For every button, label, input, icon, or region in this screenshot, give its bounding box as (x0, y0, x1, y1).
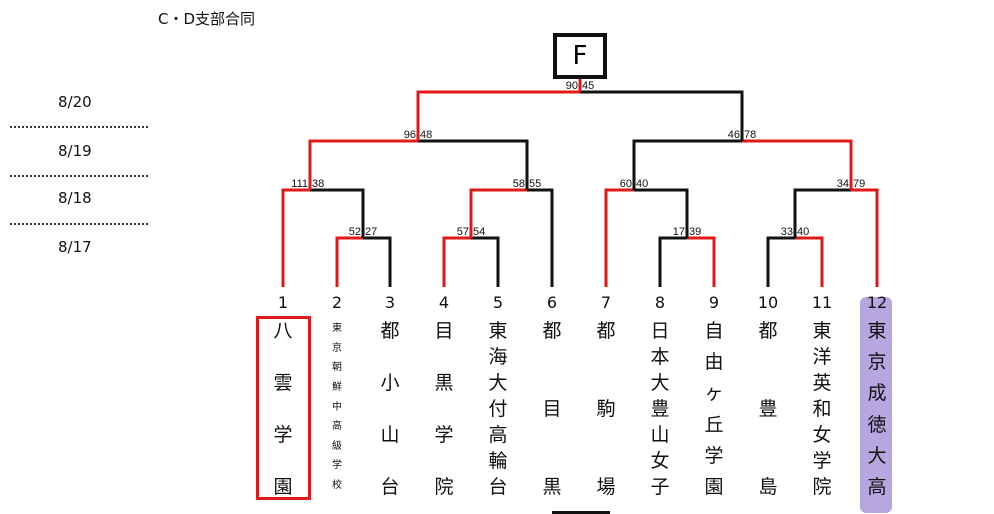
team-name: 都小山台 (380, 320, 400, 498)
score-label: 78 (744, 129, 756, 141)
score-label: 111 (291, 178, 308, 190)
score-label: 17 (673, 226, 685, 238)
score-label: 38 (312, 178, 324, 190)
team-seed: 12 (866, 293, 888, 312)
score-label: 27 (365, 226, 377, 238)
score-label: 45 (582, 80, 594, 92)
score-label: 39 (689, 226, 701, 238)
team-name: 目黒学院 (434, 320, 454, 498)
divider (10, 175, 148, 177)
score-label: 54 (473, 226, 485, 238)
score-label: 55 (529, 178, 541, 190)
team-name: 東洋英和女学院 (812, 320, 832, 498)
score-label: 46 (728, 129, 740, 141)
team-name: 都豊島 (758, 320, 778, 498)
team-seed: 3 (384, 293, 396, 312)
underline (552, 511, 610, 514)
bracket-title: C・D支部合同 (158, 10, 256, 28)
score-label: 40 (797, 226, 809, 238)
team-name: 東京朝鮮中高級学校 (332, 323, 342, 491)
team-name: 自由ヶ丘学園 (704, 320, 724, 498)
score-label: 48 (420, 129, 432, 141)
team-name: 八雲学園 (273, 320, 293, 498)
team-seed: 10 (757, 293, 779, 312)
divider (10, 126, 148, 128)
team-seed: 8 (654, 293, 666, 312)
score-label: 96 (404, 129, 416, 141)
team-seed: 1 (277, 293, 289, 312)
score-label: 40 (636, 178, 648, 190)
date-label: 8/19 (58, 142, 92, 160)
score-label: 60 (620, 178, 632, 190)
divider (10, 223, 148, 225)
score-label: 34 (837, 178, 849, 190)
score-label: 33 (781, 226, 793, 238)
team-seed: 9 (708, 293, 720, 312)
score-label: 90 (566, 80, 578, 92)
score-label: 79 (853, 178, 865, 190)
team-seed: 6 (546, 293, 558, 312)
score-label: 58 (513, 178, 525, 190)
team-name: 都駒場 (596, 320, 616, 498)
champion-box (256, 316, 311, 500)
score-label: 52 (349, 226, 361, 238)
team-seed: 2 (331, 293, 343, 312)
date-label: 8/20 (58, 93, 92, 111)
highlight-team-12 (860, 297, 892, 513)
team-name: 東京成徳大高 (867, 320, 887, 498)
final-box: F (553, 33, 607, 79)
team-name: 日本大豊山女子 (650, 320, 670, 498)
team-seed: 7 (600, 293, 612, 312)
team-name: 都目黒 (542, 320, 562, 498)
team-seed: 11 (811, 293, 833, 312)
date-label: 8/17 (58, 238, 92, 256)
date-label: 8/18 (58, 189, 92, 207)
team-seed: 4 (438, 293, 450, 312)
team-seed: 5 (492, 293, 504, 312)
team-name: 東海大付高輪台 (488, 320, 508, 498)
score-label: 57 (457, 226, 469, 238)
